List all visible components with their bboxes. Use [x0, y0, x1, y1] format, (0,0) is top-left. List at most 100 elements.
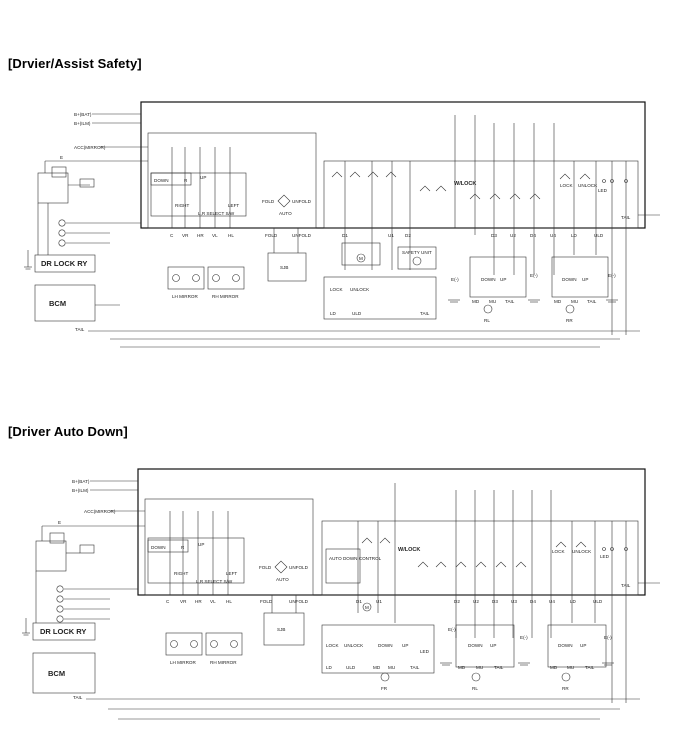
- u1-label: U1: [388, 233, 394, 238]
- rl-up-label: UP: [490, 643, 496, 648]
- unfold-out-label: UNFOLD: [292, 233, 312, 238]
- p-ld-label: LD: [330, 311, 337, 316]
- auto-label: AUTO: [279, 211, 292, 216]
- unfold-out-label: UNFOLD: [289, 599, 309, 604]
- d3-label: D3: [492, 599, 498, 604]
- sjb-box: [263, 612, 305, 646]
- passenger-switch-box: [323, 276, 437, 320]
- p-uld-label: ULD: [352, 311, 362, 316]
- safety-unit-box-2: [397, 246, 437, 270]
- rl-down-label: DOWN: [481, 277, 496, 282]
- u4-label: U4: [549, 599, 555, 604]
- rr-motor-icon: [565, 304, 575, 314]
- rr-up-label: UP: [580, 643, 586, 648]
- rl-e-minus-label: E(-): [520, 635, 528, 640]
- d1-label: D1: [356, 599, 362, 604]
- p-lock-label: LOCK: [330, 287, 343, 292]
- rl-md-label: MD: [472, 299, 480, 304]
- p-uld-label: ULD: [346, 665, 356, 670]
- fold-out-label: FOLD: [260, 599, 273, 604]
- c-label: C: [166, 599, 170, 604]
- lr-select-sw-label: L,R SELECT S/W: [198, 211, 235, 216]
- rr-md-label: MD: [550, 665, 558, 670]
- rl-up-label: UP: [500, 277, 506, 282]
- rl-down-label: DOWN: [468, 643, 483, 648]
- auto-down-control-box: [325, 548, 361, 584]
- rr-md-label: MD: [554, 299, 562, 304]
- fold-label: FOLD: [262, 199, 275, 204]
- e-label: E: [60, 155, 63, 160]
- connector-circle: [56, 595, 64, 603]
- b-ilm-label: B+(ILM): [74, 121, 91, 126]
- hl-label: HL: [226, 599, 232, 604]
- rr-tail-label: TAIL: [585, 665, 595, 670]
- fr-mu-label: MU: [388, 665, 395, 670]
- motor-icon: [412, 256, 422, 266]
- b-bat-label: B+(BAT): [74, 112, 92, 117]
- lh-mirror-label: LH MIRROR: [170, 660, 196, 665]
- tail-label-bottom: TAIL: [73, 695, 83, 700]
- section-title-auto-down: [Driver Auto Down]: [8, 424, 128, 439]
- rl-mu-label: MU: [489, 299, 496, 304]
- mirror-right-label: RIGHT: [174, 571, 188, 576]
- mirror-up-label: UP: [200, 175, 206, 180]
- auto-down-control-label: AUTO DOWN CONTROL: [329, 556, 382, 561]
- acc-mirror-label: ACC(MIRROR): [74, 145, 106, 150]
- rr-switch-box: [547, 624, 607, 668]
- tail-label-bottom: TAIL: [75, 327, 85, 332]
- relay-block: [37, 172, 69, 204]
- power-window-switch-box: [140, 101, 646, 229]
- hr-label: HR: [195, 599, 202, 604]
- fold-out-label: FOLD: [265, 233, 278, 238]
- e-minus-label: E(-): [448, 627, 456, 632]
- mirror-switch-box: [147, 132, 317, 229]
- connector-circle: [56, 615, 64, 623]
- sjb-box: [267, 252, 307, 282]
- acc-mirror-label: ACC(MIRROR): [84, 509, 116, 514]
- w-lock-label: W/LOCK: [454, 181, 476, 187]
- e-minus-label: E(-): [451, 277, 459, 282]
- rl-mu-label: MU: [476, 665, 483, 670]
- u4-label: U4: [550, 233, 556, 238]
- wiring-diagram-safety: B+(BAT) B+(ILM) ACC(MIRROR) E DR LOCK RY…: [24, 101, 660, 348]
- d2-label: D2: [454, 599, 460, 604]
- motor-icon: [356, 253, 366, 263]
- vr-label: VR: [180, 599, 187, 604]
- rl-motor-icon: [483, 304, 493, 314]
- b-ilm-label: B+(ILM): [72, 488, 89, 493]
- rl-tail-label: TAIL: [494, 665, 504, 670]
- motor-label: M: [359, 256, 363, 261]
- window-switch-region: [321, 520, 639, 596]
- mirror-r-label: R: [184, 178, 188, 183]
- safety-unit-label: SAFETY UNIT: [402, 250, 432, 255]
- w-lock-label: W/LOCK: [398, 547, 420, 553]
- rr-down-label: DOWN: [558, 643, 573, 648]
- mirror-left-label: LEFT: [228, 203, 239, 208]
- unlock-label: UNLOCK: [578, 183, 598, 188]
- vr-label: VR: [182, 233, 189, 238]
- dr-lock-relay-label: DR LOCK RY: [40, 627, 86, 636]
- rr-tail-label: TAIL: [587, 299, 597, 304]
- mirror-left-label: LEFT: [226, 571, 237, 576]
- p-lock-label: LOCK: [326, 643, 339, 648]
- lh-mirror-box: [165, 632, 203, 656]
- power-window-switch-box: [137, 468, 646, 596]
- d1-motor-icon: [362, 602, 372, 612]
- rl-label: RL: [472, 686, 478, 691]
- connector-circle: [56, 585, 64, 593]
- rr-motor-icon: [561, 672, 571, 682]
- fr-down-label: DOWN: [378, 643, 393, 648]
- rr-switch-box: [551, 256, 609, 298]
- connector-circle: [58, 219, 66, 227]
- window-switch-region: [323, 160, 639, 229]
- fr-label: FR: [381, 686, 388, 691]
- ld-label: LD: [570, 599, 577, 604]
- rr-down-label: DOWN: [562, 277, 577, 282]
- hr-label: HR: [197, 233, 204, 238]
- sjb-label: SJB: [280, 265, 288, 270]
- sjb-label: SJB: [277, 627, 285, 632]
- rh-mirror-label: RH MIRROR: [212, 294, 239, 299]
- hl-label: HL: [228, 233, 234, 238]
- p-ld-label: LD: [326, 665, 333, 670]
- b-bat-label: B+(BAT): [72, 479, 90, 484]
